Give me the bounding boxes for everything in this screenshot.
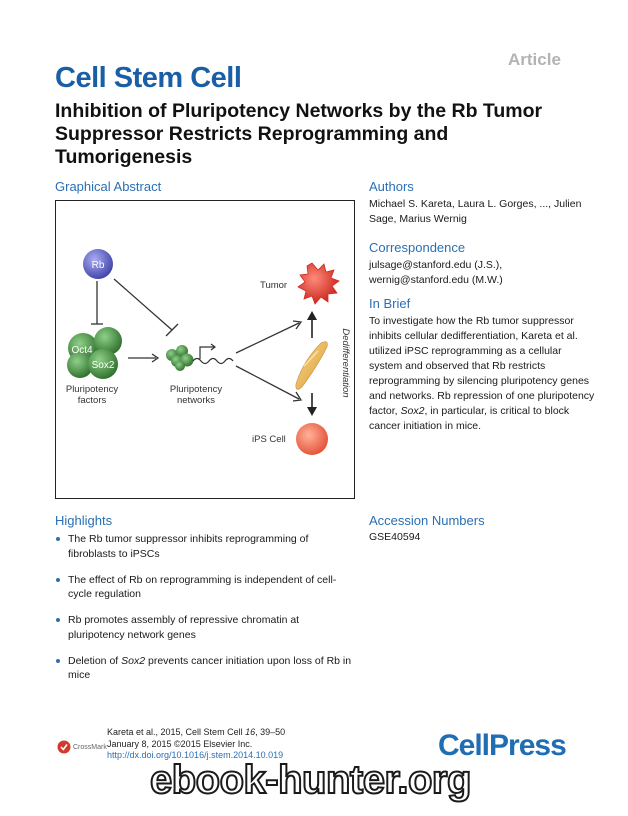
arrow-to-ips	[235, 365, 300, 400]
tumor-label: Tumor	[260, 280, 287, 291]
accession-number[interactable]: GSE40594	[369, 531, 421, 543]
tumor-cell	[297, 262, 340, 305]
dedifferentiation-label: Dedifferentiation	[340, 328, 351, 397]
in-brief-text-part: , in particular, is critical to block ca…	[369, 405, 570, 432]
network-bead	[175, 361, 185, 371]
arrowhead	[292, 391, 303, 402]
rb-inhibits-networks-line	[113, 278, 173, 331]
citation-line: Kareta et al., 2015, Cell Stem Cell 16, …	[107, 727, 285, 739]
gene-name: Sox2	[400, 405, 425, 417]
arrowhead	[210, 343, 216, 351]
pluripotency-networks-label: Pluripotency	[170, 384, 223, 395]
in-brief-text: To investigate how the Rb tumor suppress…	[369, 314, 597, 434]
correspondence: julsage@stanford.edu (J.S.), wernig@stan…	[369, 258, 609, 288]
gene-name: Sox2	[121, 654, 146, 667]
article-title: Inhibition of Pluripotency Networks by t…	[55, 100, 543, 168]
citation-text: Kareta et al., 2015, Cell Stem Cell	[107, 727, 246, 737]
citation: Kareta et al., 2015, Cell Stem Cell 16, …	[107, 727, 285, 762]
transcription-start-arrow	[199, 346, 214, 359]
sox2-factor	[88, 349, 118, 379]
cellpress-logo: CellPress	[438, 729, 567, 762]
correspondence-heading: Correspondence	[369, 240, 466, 255]
email-link[interactable]: julsage@stanford.edu (J.S.),	[369, 259, 503, 271]
highlight-text-part: Deletion of	[68, 654, 122, 667]
journal-name: Cell Stem Cell	[55, 62, 242, 94]
dna-strand	[192, 357, 234, 365]
inhibition-bar	[165, 323, 179, 337]
citation-date: January 8, 2015 ©2015 Elsevier Inc.	[107, 738, 253, 749]
sox2-label: Sox2	[92, 360, 115, 371]
highlight-item: The Rb tumor suppressor inhibits reprogr…	[55, 532, 355, 561]
arrow-to-tumor	[235, 322, 300, 354]
highlights-list: The Rb tumor suppressor inhibits reprogr…	[55, 532, 355, 694]
authors-list: Michael S. Kareta, Laura L. Gorges, ...,…	[369, 198, 582, 225]
rb-label: Rb	[92, 260, 105, 271]
crossmark-icon	[57, 740, 71, 754]
arrowhead	[307, 407, 317, 416]
highlights-heading: Highlights	[55, 513, 113, 528]
in-brief-heading: In Brief	[369, 296, 411, 311]
ips-cell-label: iPS Cell	[252, 434, 286, 445]
in-brief-text-part: To investigate how the Rb tumor suppress…	[369, 315, 595, 417]
graphical-abstract: Rb Oct4 Sox2 Pluripotency factors Plurip…	[55, 200, 355, 499]
crossmark-label: CrossMark	[73, 743, 107, 751]
crossmark-logo[interactable]: CrossMark	[57, 740, 107, 754]
highlight-item: The effect of Rb on reprogramming is ind…	[55, 573, 355, 602]
article-type-tag: Article	[508, 50, 561, 69]
factor-bead	[94, 327, 122, 355]
rb-protein	[83, 249, 113, 279]
arrowhead	[292, 320, 303, 330]
pluripotency-factors-label: factors	[78, 395, 107, 406]
pluripotency-factors-label: Pluripotency	[66, 384, 119, 395]
highlight-item: Rb promotes assembly of repressive chrom…	[55, 613, 355, 642]
arrowhead	[151, 353, 160, 363]
ips-cell	[296, 423, 328, 455]
highlight-text-part: prevents cancer initiation upon loss of …	[68, 654, 352, 682]
oct4-label: Oct4	[71, 345, 93, 356]
factor-bead	[67, 352, 93, 378]
arrowhead	[307, 311, 317, 320]
accession-heading: Accession Numbers	[369, 513, 485, 528]
citation-pages: , 39–50	[255, 727, 286, 737]
graphical-abstract-heading: Graphical Abstract	[55, 179, 162, 194]
fibroblast-cell	[295, 341, 328, 390]
pluripotency-networks-label: networks	[177, 395, 215, 406]
graphical-abstract-figure: Rb Oct4 Sox2 Pluripotency factors Plurip…	[66, 249, 351, 455]
watermark: ebook-hunter.org	[149, 757, 472, 803]
highlight-item: Deletion of Sox2 prevents cancer initiat…	[55, 654, 355, 683]
authors-heading: Authors	[369, 179, 414, 194]
email-link[interactable]: wernig@stanford.edu (M.W.)	[369, 274, 503, 286]
fibroblast-fiber	[303, 350, 319, 367]
citation-volume: 16	[245, 727, 256, 737]
doi-link[interactable]: http://dx.doi.org/10.1016/j.stem.2014.10…	[107, 750, 284, 760]
